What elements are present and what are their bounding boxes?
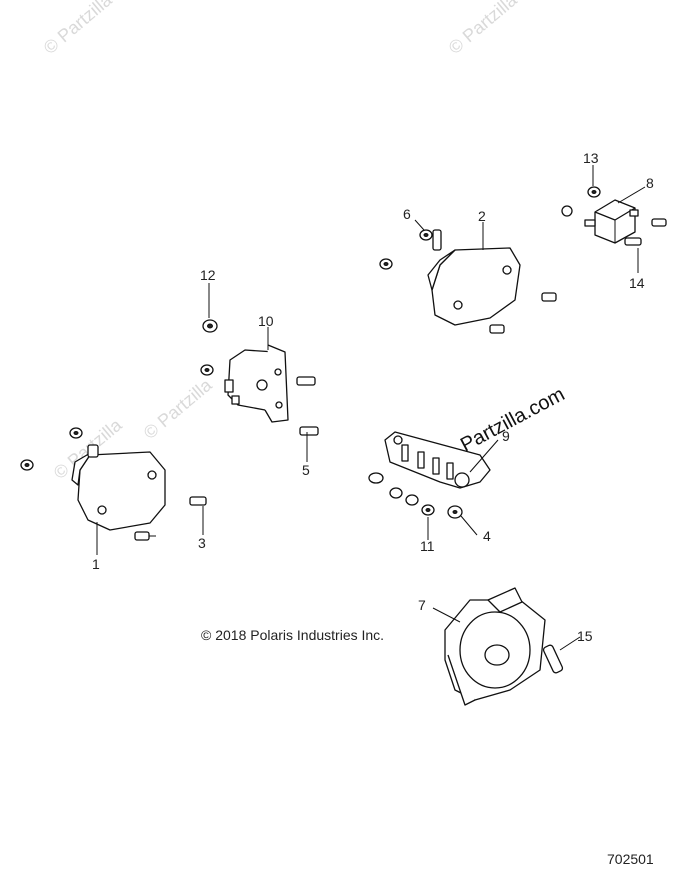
callout-2: 2 [478, 208, 486, 224]
nut-left-2 [69, 427, 83, 439]
part-9-terminal-block [384, 431, 491, 489]
nut-left-1 [20, 459, 34, 471]
nut-solenoid [200, 364, 214, 376]
part-10-solenoid [224, 344, 289, 423]
nut-part-6 [419, 229, 433, 241]
bolt-1-lower [134, 531, 156, 541]
leader-4 [460, 515, 478, 536]
screw-terminal-left [368, 472, 384, 484]
leader-15 [559, 636, 581, 651]
callout-14: 14 [629, 275, 645, 291]
nut-terminal-a [389, 487, 403, 499]
part-2-module-right [427, 229, 521, 326]
bolt-2-b [489, 324, 505, 334]
leader-7 [432, 607, 461, 623]
callout-3: 3 [198, 535, 206, 551]
callout-8: 8 [646, 175, 654, 191]
part-7-horn [444, 587, 546, 706]
callout-11: 11 [420, 538, 435, 554]
bolt-part-15 [542, 644, 564, 674]
screw-part-4 [447, 505, 463, 519]
callout-12: 12 [200, 267, 216, 283]
callout-5: 5 [302, 462, 310, 478]
nut-right-module [379, 258, 393, 270]
watermark-top-right: © Partzilla [445, 0, 522, 58]
callout-13: 13 [583, 150, 599, 166]
copyright-notice: © 2018 Polaris Industries Inc. [201, 627, 384, 643]
watermark-top-left: © Partzilla [40, 0, 117, 58]
callout-9: 9 [502, 428, 510, 444]
nut-part-11 [421, 504, 435, 516]
part-1-module-left [71, 444, 166, 531]
bolt-part-3 [189, 496, 207, 506]
callout-1: 1 [92, 556, 100, 572]
callout-4: 4 [483, 528, 491, 544]
callout-7: 7 [418, 597, 426, 613]
callout-6: 6 [403, 206, 411, 222]
bolt-2-a [541, 292, 557, 302]
callout-10: 10 [258, 313, 274, 329]
figure-number: 702501 [607, 851, 654, 867]
leader-6 [414, 219, 425, 231]
bolt-part-14 [624, 237, 642, 246]
part-8-relay [584, 199, 639, 244]
leader-8 [617, 186, 646, 204]
bolt-part-5 [299, 426, 319, 436]
bolt-8-side [651, 218, 667, 227]
nut-part-13 [587, 186, 601, 198]
bolt-solenoid-upper [296, 376, 316, 386]
callout-15: 15 [577, 628, 593, 644]
nut-terminal-b [405, 494, 419, 506]
washer-part-12 [202, 319, 218, 333]
leader-9 [469, 439, 499, 473]
watermark-partzilla: Partzilla.com [457, 383, 568, 456]
watermark-mid-center: © Partzilla [140, 374, 217, 443]
nut-relay-side [561, 205, 573, 217]
